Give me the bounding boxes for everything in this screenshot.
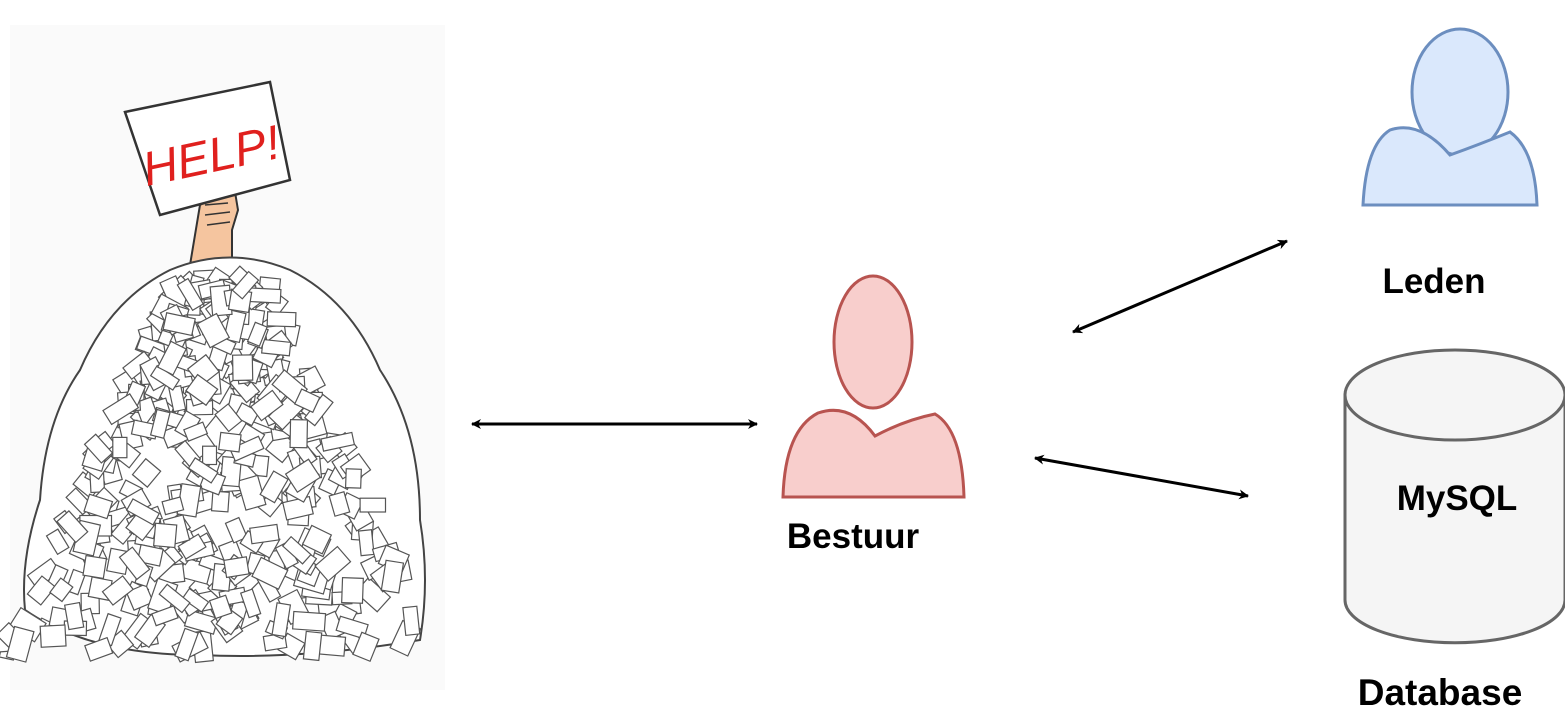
- paper-sheet: [239, 588, 262, 619]
- database-inner-label: MySQL: [1397, 479, 1518, 518]
- paper-sheet: [158, 583, 191, 614]
- paper-sheet: [233, 402, 260, 427]
- paper-sheet: [250, 389, 284, 422]
- paper-sheet: [26, 575, 57, 606]
- paper-sheet: [328, 491, 351, 517]
- paper-sheet: [83, 433, 114, 464]
- paper-sheet: [208, 594, 233, 620]
- paper-sheet: [125, 583, 154, 611]
- paper-sheet: [289, 419, 309, 449]
- paper-sheet: [271, 602, 292, 638]
- paper-sheet: [156, 340, 187, 376]
- paper-sheet: [174, 627, 199, 662]
- paper-sheet: [261, 338, 292, 357]
- paper-sheet: [357, 529, 375, 557]
- paper-sheet: [39, 624, 67, 648]
- paper-sheet: [82, 554, 108, 580]
- paper-sheet: [202, 445, 218, 466]
- paper-sheet: [149, 408, 171, 439]
- paper-sheet: [223, 556, 250, 579]
- paper-sheet: [293, 388, 321, 414]
- paper-sheet: [281, 535, 312, 565]
- paper-sheet: [352, 631, 380, 663]
- paper-sheet: [259, 470, 289, 504]
- paper-sheet: [161, 496, 185, 516]
- paper-sheet: [282, 495, 314, 521]
- arrow-bestuur-database: [1034, 454, 1249, 500]
- database-cylinder-icon: [1343, 348, 1565, 645]
- paper-sheet: [181, 587, 210, 613]
- paper-sheet: [320, 431, 356, 452]
- paper-sheet: [284, 458, 322, 494]
- paper-sheet: [5, 625, 35, 663]
- paper-sheet: [266, 311, 297, 328]
- paper-sheet: [153, 522, 178, 549]
- paper-sheet: [151, 605, 179, 627]
- bestuur-person-icon: [781, 274, 966, 499]
- paper-sheet: [196, 312, 231, 349]
- paper-sheet: [402, 605, 421, 637]
- paper-sheet: [344, 468, 362, 489]
- paper-sheet: [380, 559, 405, 594]
- paper-sheet: [210, 490, 230, 513]
- paper-sheet: [341, 577, 364, 604]
- paper-sheet: [231, 354, 254, 382]
- paper-sheet: [183, 421, 209, 442]
- paper-sheet: [359, 497, 387, 513]
- paper-sheet: [101, 575, 134, 606]
- arrow-bestuur-leden: [1072, 239, 1288, 334]
- paper-sheet: [251, 556, 289, 591]
- paper-pile-illustration: HELP!: [0, 25, 445, 690]
- paper-sheet: [231, 270, 260, 300]
- paper-sheet: [291, 610, 327, 632]
- paper-sheet: [301, 524, 333, 555]
- paper-sheet: [335, 615, 369, 640]
- paper-sheet: [176, 277, 205, 312]
- paper-sheet: [136, 543, 164, 567]
- paper-sheet: [102, 393, 140, 426]
- paper-sheet: [229, 435, 265, 462]
- paper-sheet: [125, 498, 161, 526]
- paper-sheet: [236, 474, 267, 511]
- paper-sheet: [219, 455, 243, 488]
- paper-sheet: [249, 523, 280, 545]
- paper-sheet: [118, 546, 151, 581]
- help-sign: HELP!: [123, 80, 292, 217]
- paper-sheet: [83, 493, 114, 520]
- bestuur-label: Bestuur: [787, 517, 920, 556]
- leden-person-icon: [1361, 27, 1539, 207]
- database-label: Database: [1358, 672, 1523, 713]
- paper-sheet: [162, 312, 196, 337]
- paper-sheet: [224, 516, 248, 544]
- paper-sheet: [131, 457, 162, 488]
- paper-sheet: [302, 630, 323, 662]
- paper-sheet: [214, 403, 243, 433]
- paper-sheet: [49, 577, 74, 603]
- paper-sheet: [247, 287, 282, 304]
- paper-sheet: [112, 436, 128, 459]
- leden-label: Leden: [1382, 262, 1485, 301]
- paper-sheet: [56, 510, 89, 544]
- paper-sheet: [218, 431, 242, 453]
- paper-sheet: [187, 457, 219, 484]
- paper-sheet: [314, 545, 352, 582]
- paper-sheet: [246, 321, 268, 347]
- paper-sheets: [0, 265, 422, 664]
- paper-sheet: [45, 528, 70, 556]
- paper-sheet: [84, 636, 114, 662]
- paper-sheet: [63, 601, 85, 631]
- paper-sheet: [185, 373, 219, 407]
